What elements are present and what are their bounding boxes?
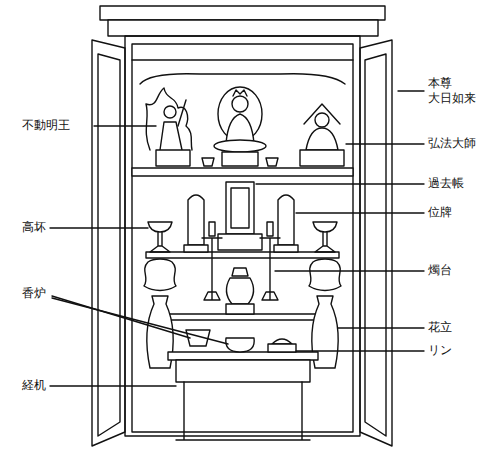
part-label: 位牌 (428, 205, 452, 220)
part-label: 燭台 (428, 263, 452, 278)
part-label: 香炉 (22, 286, 46, 301)
part-label: 本尊 (428, 76, 452, 91)
part-label: 過去帳 (428, 176, 464, 191)
part-label: 弘法大師 (428, 136, 476, 151)
leader-lines (50, 91, 424, 386)
part-label: リン (428, 343, 452, 358)
part-label: 大日如来 (428, 91, 476, 106)
part-label: 花立 (428, 320, 452, 335)
part-label: 経机 (22, 378, 46, 393)
part-label: 不動明王 (22, 118, 70, 133)
part-label: 高坏 (22, 220, 46, 235)
